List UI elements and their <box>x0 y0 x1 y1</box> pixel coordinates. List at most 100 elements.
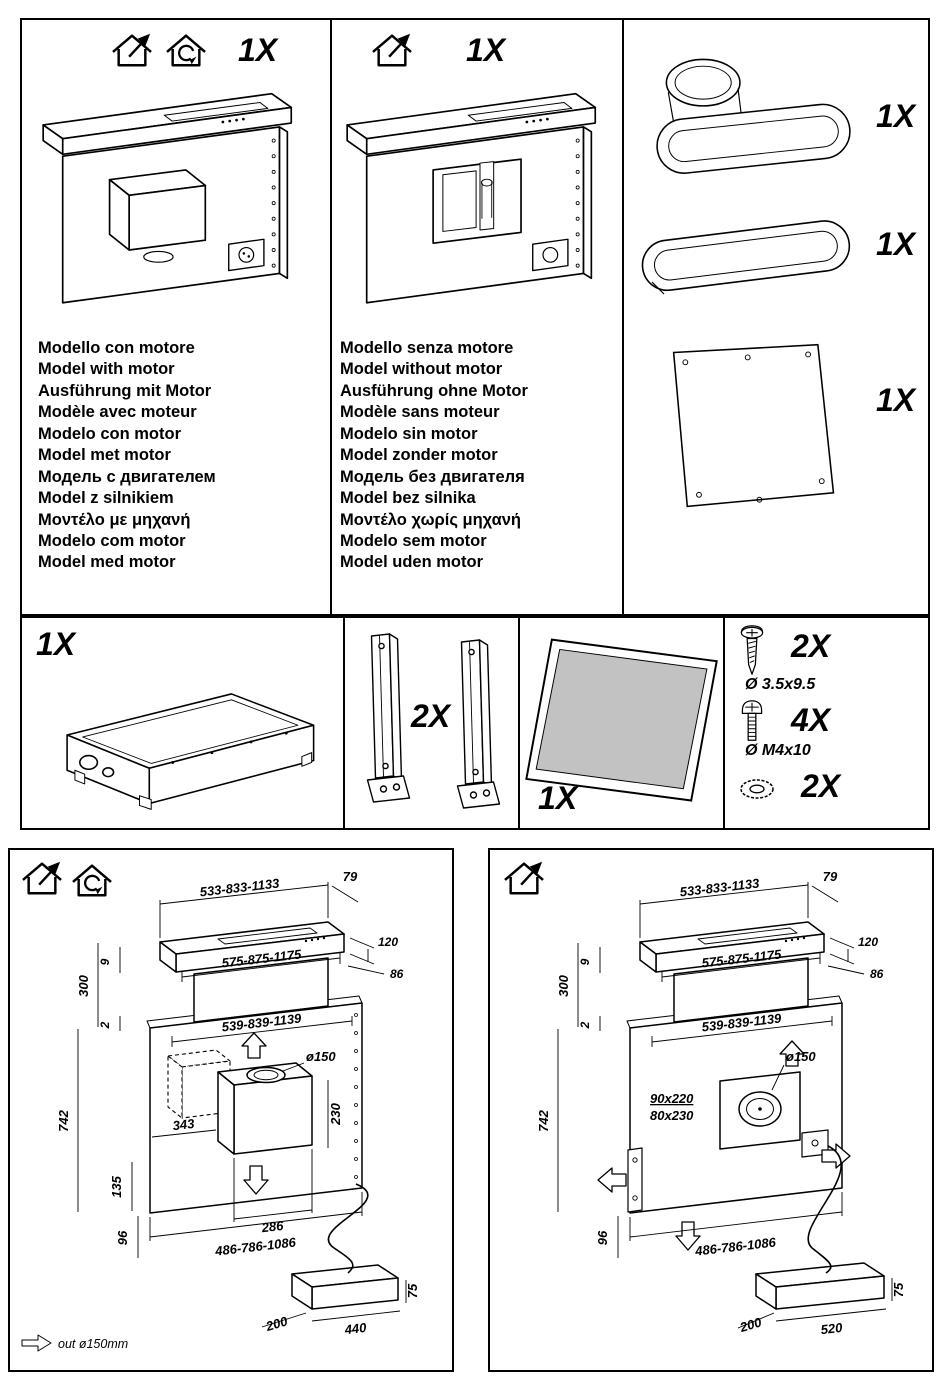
exhaust-mode-icon <box>110 30 154 70</box>
dim-bar-height: 120 <box>858 935 878 949</box>
hardware-item-washer: 2X <box>735 764 918 806</box>
dim-gap-top: 9 <box>578 958 592 965</box>
qty-label: 2X <box>791 628 831 664</box>
model-label: Model with motor <box>38 360 175 379</box>
recirculation-mode-icon <box>165 34 207 67</box>
model-with-motor-label-list: Modello con motore Model with motor Ausf… <box>22 334 330 574</box>
dimension-section-with-motor: 533-833-1133 79 120 86 9 300 2 575-875-1… <box>8 848 454 1372</box>
qty-label: 1X <box>238 32 278 68</box>
qty-label: 1X <box>876 98 916 134</box>
dimension-drawing-with-motor: 533-833-1133 79 120 86 9 300 2 575-875-1… <box>21 869 420 1352</box>
outlet-note: out ø150mm <box>58 1337 128 1351</box>
hood-with-motor-drawing <box>42 92 293 304</box>
dim-box-offset: 200 <box>737 1314 764 1335</box>
dimension-section-without-motor: 533-833-1133 79 120 86 9 300 2 575-875-1… <box>488 848 934 1372</box>
model-without-motor-label-list: Modello senza motore Model without motor… <box>332 334 622 574</box>
hood-without-motor-drawing <box>346 92 597 304</box>
accessories-column: 1X 1X 1X <box>624 20 928 614</box>
dim-depth2: 86 <box>870 967 884 981</box>
blower-unit-section: 1X <box>20 616 345 830</box>
model-label: Model bez silnika <box>340 489 476 508</box>
model-label: Modèle avec moteur <box>38 403 197 422</box>
dim-side-offset: 96 <box>115 1230 130 1245</box>
dim-depth: 79 <box>343 869 358 884</box>
model-label: Ausführung ohne Motor <box>340 381 528 400</box>
model-label: Modelo sin motor <box>340 424 478 443</box>
dim-cutout1: 90x220 <box>650 1091 694 1106</box>
screw-size-label: Ø M4x10 <box>745 742 811 759</box>
dim-gap-top: 9 <box>98 958 112 965</box>
dim-panel-height: 742 <box>536 1109 551 1131</box>
dim-depth: 79 <box>823 869 838 884</box>
qty-label: 1X <box>466 32 506 68</box>
dim-panel-width: 486-786-1086 <box>693 1234 777 1258</box>
dim-panel-height: 742 <box>56 1109 71 1131</box>
dim-duct-dia: ø150 <box>786 1049 816 1064</box>
machine-screw-icon <box>741 700 763 741</box>
model-label: Μοντέλο με μηχανή <box>38 510 191 529</box>
qty-label: 2X <box>801 768 841 804</box>
dim-box-height: 75 <box>891 1282 906 1297</box>
dim-bar-height: 120 <box>378 935 398 949</box>
blower-unit-drawing <box>66 693 315 810</box>
exhaust-mode-icon <box>502 858 546 898</box>
dim-motor-offset: 343 <box>172 1116 196 1133</box>
qty-label: 2X <box>411 698 451 734</box>
dim-box-width: 520 <box>820 1320 844 1337</box>
model-label: Model zonder motor <box>340 446 498 465</box>
mode-icons-row: 1X <box>332 20 622 82</box>
exhaust-mode-icon <box>370 30 414 70</box>
model-label: Model uden motor <box>340 553 483 572</box>
dim-gap2: 2 <box>578 1021 592 1029</box>
exhaust-mode-icon <box>20 858 64 898</box>
dim-box-height: 75 <box>405 1283 420 1298</box>
duct-adapter-drawing <box>656 58 851 174</box>
model-label: Modello con motore <box>38 339 195 357</box>
model-without-motor-column: 1X <box>332 20 624 614</box>
dim-chimney-height: 300 <box>76 974 91 996</box>
cover-panel-drawing <box>672 343 835 508</box>
model-label: Model z silnikiem <box>38 489 174 508</box>
dim-box-offset: 200 <box>263 1313 290 1334</box>
dim-side-offset: 96 <box>595 1230 610 1245</box>
dim-chimney-height: 300 <box>556 974 571 996</box>
glass-panel-section: 1X <box>518 616 725 830</box>
parts-overview-section: 1X <box>20 18 930 616</box>
dim-width-top: 533-833-1133 <box>199 875 281 899</box>
dim-depth2: 86 <box>390 967 404 981</box>
hardware-item-screw-m4: 4X Ø M4x10 <box>735 698 918 760</box>
mode-icons-row: 1X <box>22 20 330 82</box>
model-label: Model med motor <box>38 553 176 572</box>
model-label: Modèle sans moteur <box>340 403 500 422</box>
self-tapping-screw-icon <box>740 625 764 675</box>
dim-cutout2: 80x230 <box>650 1108 694 1123</box>
model-label: Modello senza motore <box>340 339 514 357</box>
dim-bottom-offset: 135 <box>109 1175 124 1197</box>
dim-panel-width: 486-786-1086 <box>213 1234 297 1258</box>
model-with-motor-column: 1X <box>22 20 332 614</box>
model-label: Ausführung mit Motor <box>38 381 212 400</box>
qty-label: 4X <box>791 702 831 738</box>
model-label: Μοντέλο χωρίς μηχανή <box>340 510 521 529</box>
dim-gap2: 2 <box>98 1021 112 1029</box>
recirculation-mode-icon <box>71 864 113 897</box>
model-label: Модель без двигателя <box>340 467 525 486</box>
qty-label: 1X <box>538 780 578 816</box>
model-label: Modelo sem motor <box>340 531 487 550</box>
hardware-item-screw-small: 2X Ø 3.5x9.5 <box>735 624 918 694</box>
screw-size-label: Ø 3.5x9.5 <box>745 676 816 693</box>
dim-width-top: 533-833-1133 <box>679 875 761 899</box>
model-label: Model met motor <box>38 446 171 465</box>
mounting-brackets-section: 2X <box>343 616 520 830</box>
hardware-section: 2X Ø 3.5x9.5 4X Ø M4x10 2X <box>723 616 930 830</box>
washer-icon <box>740 779 774 799</box>
dim-box-width: 440 <box>343 1320 368 1338</box>
model-label: Model without motor <box>340 360 503 379</box>
model-label: Modelo com motor <box>38 531 186 550</box>
qty-label: 1X <box>876 382 916 418</box>
model-label: Модель с двигателем <box>38 467 216 486</box>
glass-panel-drawing <box>525 638 718 802</box>
dimension-drawing-without-motor: 533-833-1133 79 120 86 9 300 2 575-875-1… <box>536 869 906 1337</box>
dim-duct-dia: ø150 <box>306 1049 336 1064</box>
